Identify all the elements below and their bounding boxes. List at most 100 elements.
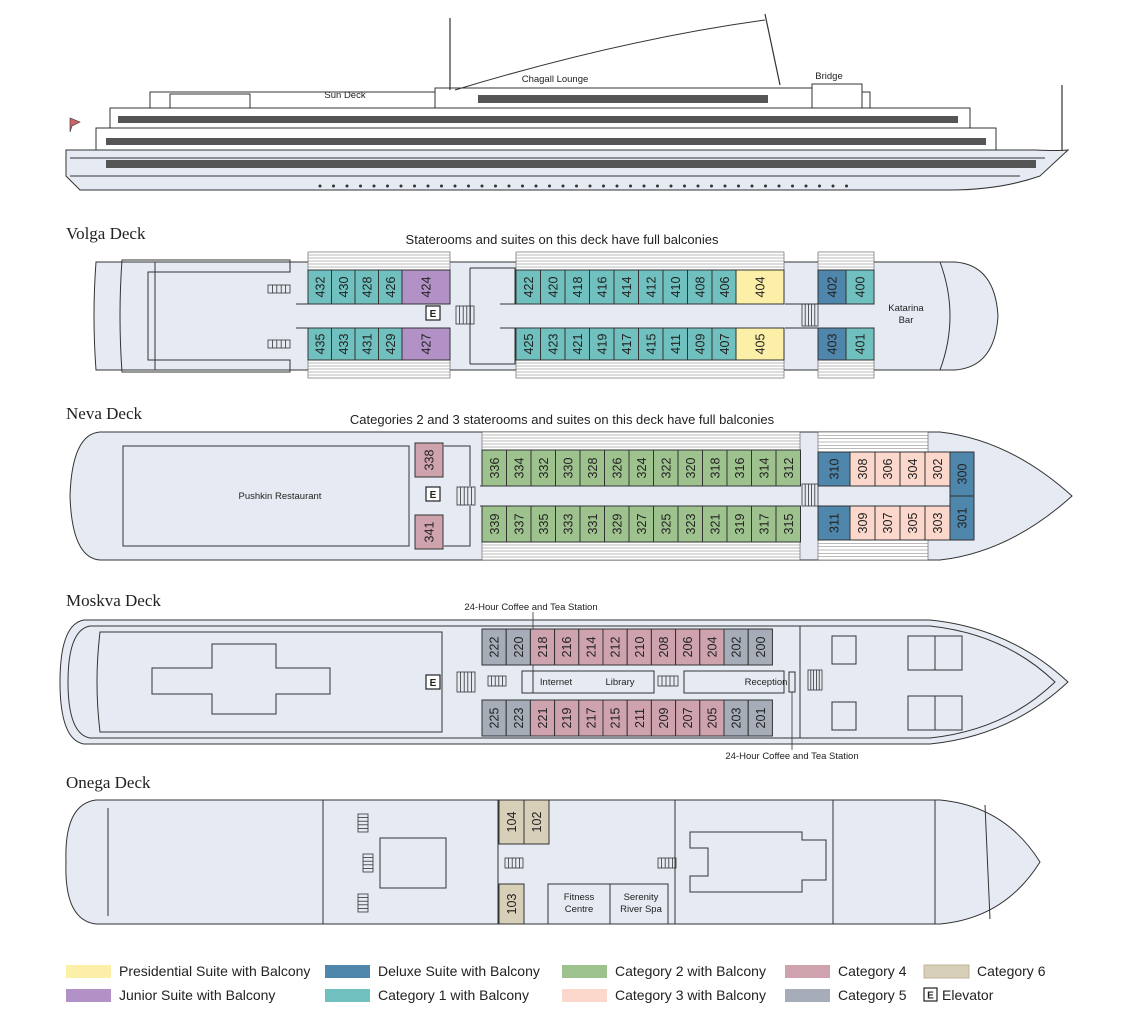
cabin-204[interactable]: 204 (699, 628, 725, 666)
cabin-418[interactable]: 418 (564, 269, 590, 305)
cabin-337[interactable]: 337 (506, 505, 532, 543)
cabin-423[interactable]: 423 (540, 327, 566, 361)
cabin-205[interactable]: 205 (699, 699, 725, 737)
cabin-435[interactable]: 435 (307, 327, 332, 361)
cabin-217[interactable]: 217 (578, 699, 604, 737)
cabin-212[interactable]: 212 (602, 628, 628, 666)
cabin-211[interactable]: 211 (626, 699, 652, 737)
cabin-300[interactable]: 300 (949, 451, 975, 497)
cabin-303[interactable]: 303 (924, 505, 951, 541)
cabin-102[interactable]: 102 (523, 799, 550, 845)
cabin-223[interactable]: 223 (505, 699, 531, 737)
cabin-433[interactable]: 433 (331, 327, 356, 361)
cabin-430[interactable]: 430 (331, 269, 356, 305)
cabin-210[interactable]: 210 (626, 628, 652, 666)
cabin-203[interactable]: 203 (723, 699, 749, 737)
cabin-416[interactable]: 416 (589, 269, 615, 305)
cabin-428[interactable]: 428 (354, 269, 379, 305)
cabin-320[interactable]: 320 (677, 449, 703, 487)
cabin-325[interactable]: 325 (653, 505, 679, 543)
cabin-206[interactable]: 206 (675, 628, 701, 666)
cabin-421[interactable]: 421 (564, 327, 590, 361)
cabin-328[interactable]: 328 (579, 449, 605, 487)
cabin-306[interactable]: 306 (874, 451, 901, 487)
cabin-419[interactable]: 419 (589, 327, 615, 361)
cabin-316[interactable]: 316 (726, 449, 752, 487)
cabin-409[interactable]: 409 (687, 327, 713, 361)
cabin-427[interactable]: 427 (401, 327, 451, 361)
cabin-429[interactable]: 429 (378, 327, 403, 361)
cabin-334[interactable]: 334 (506, 449, 532, 487)
cabin-104[interactable]: 104 (498, 799, 525, 845)
cabin-302[interactable]: 302 (924, 451, 951, 487)
cabin-404[interactable]: 404 (735, 269, 785, 305)
cabin-308[interactable]: 308 (849, 451, 876, 487)
cabin-315[interactable]: 315 (775, 505, 801, 543)
cabin-333[interactable]: 333 (555, 505, 581, 543)
cabin-326[interactable]: 326 (604, 449, 630, 487)
cabin-216[interactable]: 216 (554, 628, 580, 666)
cabin-402[interactable]: 402 (817, 269, 847, 305)
cabin-318[interactable]: 318 (702, 449, 728, 487)
cabin-214[interactable]: 214 (578, 628, 604, 666)
cabin-335[interactable]: 335 (530, 505, 556, 543)
cabin-222[interactable]: 222 (481, 628, 507, 666)
cabin-312[interactable]: 312 (775, 449, 801, 487)
cabin-329[interactable]: 329 (604, 505, 630, 543)
cabin-424[interactable]: 424 (401, 269, 451, 305)
cabin-319[interactable]: 319 (726, 505, 752, 543)
cabin-408[interactable]: 408 (687, 269, 713, 305)
cabin-221[interactable]: 221 (529, 699, 556, 737)
cabin-209[interactable]: 209 (650, 699, 677, 737)
cabin-310[interactable]: 310 (817, 451, 851, 487)
cabin-425[interactable]: 425 (515, 327, 541, 361)
cabin-339[interactable]: 339 (481, 505, 507, 543)
cabin-332[interactable]: 332 (530, 449, 556, 487)
cabin-305[interactable]: 305 (899, 505, 926, 541)
cabin-411[interactable]: 411 (662, 327, 688, 361)
cabin-301[interactable]: 301 (949, 495, 975, 541)
cabin-322[interactable]: 322 (653, 449, 679, 487)
cabin-414[interactable]: 414 (613, 269, 639, 305)
cabin-406[interactable]: 406 (711, 269, 737, 305)
cabin-202[interactable]: 202 (723, 628, 749, 666)
cabin-225[interactable]: 225 (481, 699, 507, 737)
cabin-338[interactable]: 338 (414, 442, 444, 478)
cabin-311[interactable]: 311 (817, 505, 851, 541)
cabin-415[interactable]: 415 (638, 327, 664, 361)
cabin-407[interactable]: 407 (711, 327, 737, 361)
cabin-103[interactable]: 103 (498, 883, 525, 925)
cabin-218[interactable]: 218 (529, 628, 556, 666)
cabin-403[interactable]: 403 (817, 327, 847, 361)
cabin-324[interactable]: 324 (628, 449, 654, 487)
cabin-412[interactable]: 412 (638, 269, 664, 305)
cabin-309[interactable]: 309 (849, 505, 876, 541)
cabin-400[interactable]: 400 (845, 269, 875, 305)
cabin-220[interactable]: 220 (505, 628, 531, 666)
cabin-201[interactable]: 201 (747, 699, 773, 737)
cabin-207[interactable]: 207 (675, 699, 701, 737)
cabin-314[interactable]: 314 (751, 449, 777, 487)
cabin-208[interactable]: 208 (650, 628, 677, 666)
cabin-321[interactable]: 321 (702, 505, 728, 543)
cabin-331[interactable]: 331 (579, 505, 605, 543)
cabin-330[interactable]: 330 (555, 449, 581, 487)
cabin-401[interactable]: 401 (845, 327, 875, 361)
cabin-336[interactable]: 336 (481, 449, 507, 487)
cabin-317[interactable]: 317 (751, 505, 777, 543)
cabin-432[interactable]: 432 (307, 269, 332, 305)
cabin-420[interactable]: 420 (540, 269, 566, 305)
cabin-327[interactable]: 327 (628, 505, 654, 543)
cabin-215[interactable]: 215 (602, 699, 628, 737)
cabin-422[interactable]: 422 (515, 269, 541, 305)
cabin-200[interactable]: 200 (747, 628, 773, 666)
cabin-426[interactable]: 426 (378, 269, 403, 305)
cabin-304[interactable]: 304 (899, 451, 926, 487)
cabin-410[interactable]: 410 (662, 269, 688, 305)
cabin-323[interactable]: 323 (677, 505, 703, 543)
cabin-417[interactable]: 417 (613, 327, 639, 361)
cabin-405[interactable]: 405 (735, 327, 785, 361)
cabin-307[interactable]: 307 (874, 505, 901, 541)
cabin-431[interactable]: 431 (354, 327, 379, 361)
cabin-219[interactable]: 219 (554, 699, 580, 737)
